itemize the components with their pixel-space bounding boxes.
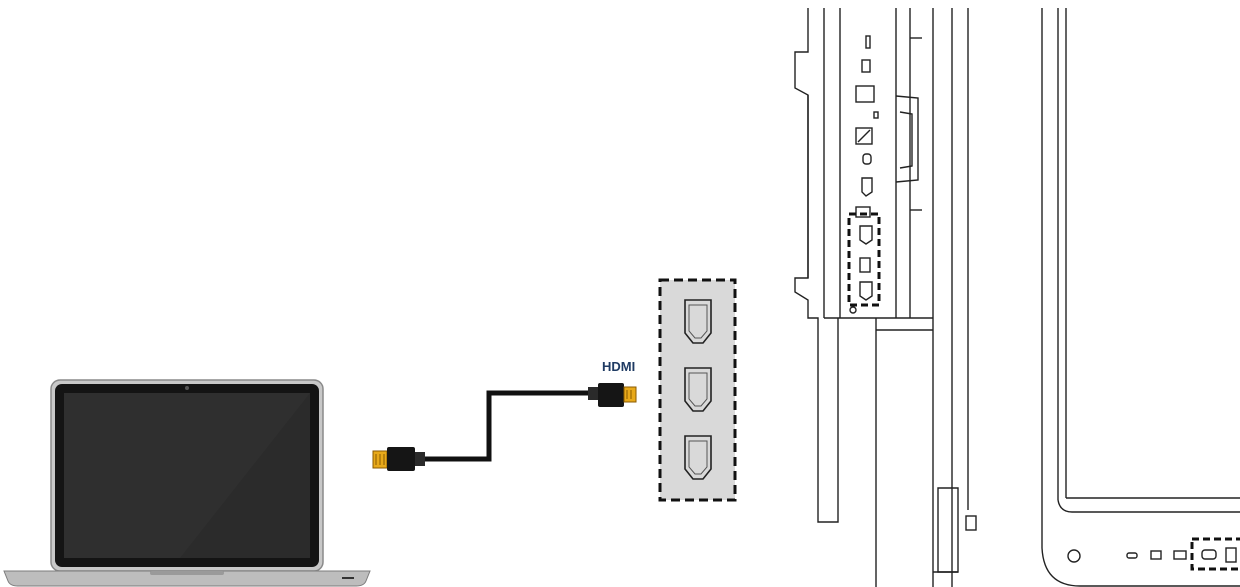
laptop-icon: [3, 379, 371, 587]
side-port-highlight: [847, 212, 881, 307]
hdmi-cable-label: HDMI: [602, 359, 635, 374]
hdmi-cable-icon: [372, 383, 637, 471]
hdmi-port-panel-icon: [658, 278, 737, 502]
display-side-view-icon: [794, 8, 977, 587]
display-front-view-icon: [1041, 8, 1240, 587]
front-port-highlight: [1190, 537, 1240, 571]
